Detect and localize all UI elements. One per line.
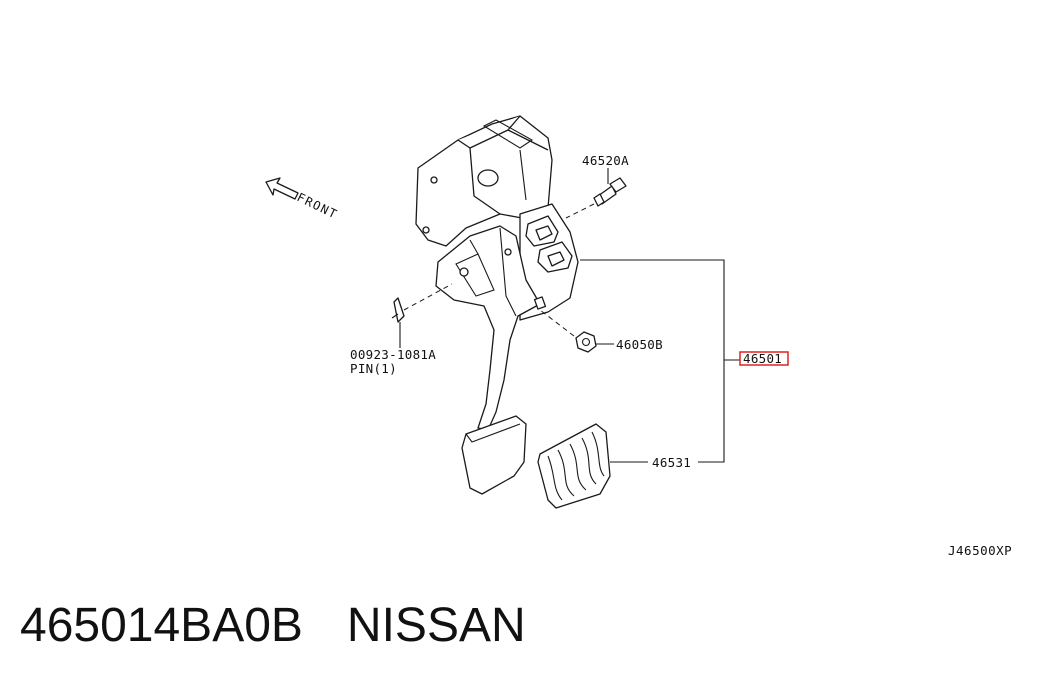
front-arrow-icon bbox=[265, 177, 299, 200]
label-46501-highlight bbox=[739, 351, 789, 366]
part-caption: 465014BA0B NISSAN bbox=[20, 596, 570, 656]
stopper-plate bbox=[519, 203, 579, 321]
label-46501: 46501 bbox=[743, 351, 782, 366]
pedal-bracket bbox=[415, 115, 553, 247]
nut-46050b bbox=[575, 331, 597, 353]
pedal-arm bbox=[435, 225, 547, 431]
bolt-dash-line bbox=[565, 203, 595, 219]
label-00923-1081a: 00923-1081A bbox=[350, 347, 436, 362]
nut-dash-line bbox=[539, 309, 575, 337]
drawing-ref: J46500XP bbox=[948, 543, 1012, 558]
label-46050b: 46050B bbox=[616, 337, 663, 352]
front-label: FRONT bbox=[295, 190, 340, 222]
pin-dash-line bbox=[403, 283, 453, 311]
label-pin-qty: PIN(1) bbox=[350, 361, 397, 376]
clevis-pin bbox=[391, 297, 405, 323]
label-46531: 46531 bbox=[652, 455, 691, 470]
label-46520a: 46520A bbox=[582, 153, 629, 168]
part-number: 465014BA0B bbox=[20, 599, 303, 652]
bolt-46520a bbox=[593, 177, 627, 207]
left-pedal-pad bbox=[461, 415, 527, 495]
assembly-bracket-line bbox=[580, 259, 740, 463]
pedal-pad-46531 bbox=[537, 423, 611, 509]
brand-name: NISSAN bbox=[346, 599, 526, 652]
